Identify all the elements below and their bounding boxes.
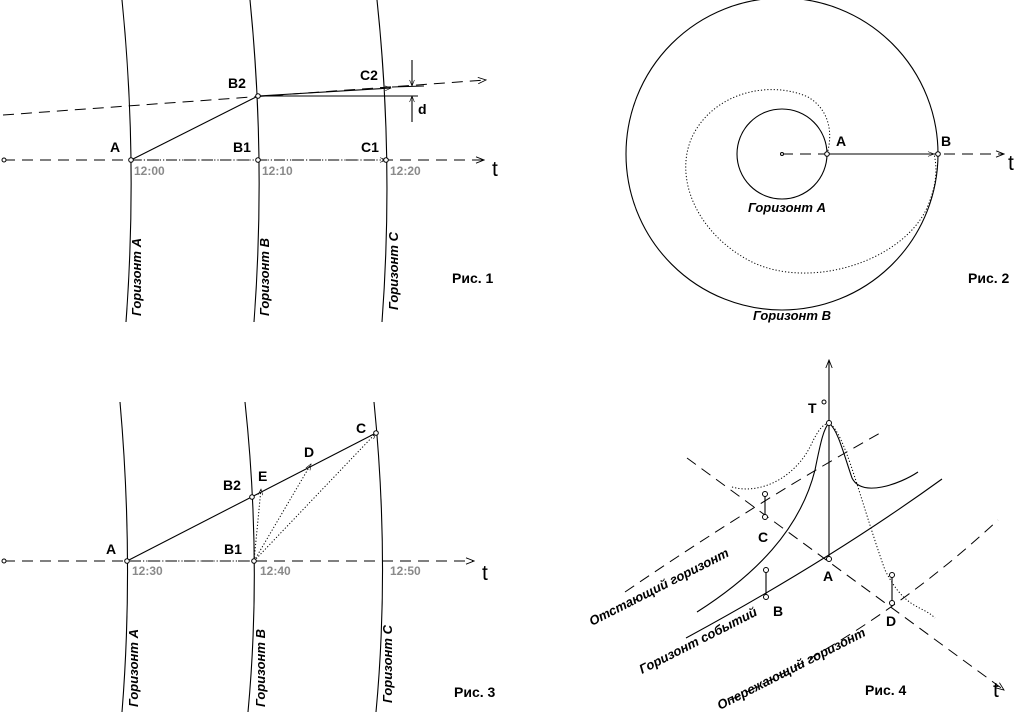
fig3-label-b2: B2	[223, 477, 241, 493]
fig1-level-line-c2	[391, 85, 425, 88]
fig1-axis-label: t	[492, 158, 498, 181]
fig2-center-point	[780, 152, 784, 156]
fig1-segment-a-b2	[130, 95, 259, 161]
fig1-label-a: A	[110, 139, 120, 155]
fig4-label-c: C	[758, 529, 768, 545]
fig4-point-b-top	[763, 567, 769, 573]
fig2-spiral-path	[685, 89, 937, 274]
fig4-lagging-horizon	[624, 431, 883, 593]
fig4-label-b: B	[773, 603, 783, 619]
fig3-point-b1	[251, 558, 257, 564]
fig4-point-c	[762, 514, 768, 520]
fig2: A B t Горизонт A Горизонт B Рис. 2	[625, 0, 1014, 323]
fig3-vector-b1-c	[253, 433, 376, 562]
fig2-point-b	[935, 151, 941, 157]
fig4-lagging-horizon-label: Отстающий горизонт	[587, 545, 732, 629]
fig3-label-b1: B1	[224, 541, 242, 557]
fig1-time-2: 12:10	[262, 164, 293, 178]
fig4-point-c-top	[762, 491, 768, 497]
fig2-caption: Рис. 2	[968, 270, 1010, 286]
fig1-point-b1	[255, 157, 261, 163]
fig4-dotted-curve	[731, 422, 936, 619]
fig4-solid-curve	[696, 422, 919, 613]
fig2-label-b: B	[941, 133, 951, 149]
fig1-horizon-a-label: Горизонт A	[129, 238, 144, 316]
fig3-axis-label: t	[482, 562, 488, 585]
fig2-horizon-inner-label: Горизонт A	[748, 200, 826, 215]
fig1-segment-b2-c2	[257, 88, 391, 97]
fig4-label-a: A	[823, 568, 833, 584]
fig2-horizon-outer-label: Горизонт B	[753, 308, 831, 323]
fig3-label-c: C	[356, 420, 366, 436]
fig4-leading-horizon-label: Опережающий горизонт	[715, 624, 869, 712]
fig4-point-d	[889, 600, 895, 606]
fig1-label-c1: C1	[361, 139, 379, 155]
fig1-point-c1	[383, 157, 389, 163]
fig1-time-1: 12:00	[134, 164, 165, 178]
fig4-time-axis	[686, 457, 1004, 690]
fig4-point-t	[826, 420, 832, 426]
fig1-horizon-c-label: Горизонт C	[386, 231, 401, 310]
fig3-horizon-b-label: Горизонт B	[253, 629, 268, 707]
fig1-label-c2: C2	[360, 67, 378, 83]
fig1-horizon-b-label: Горизонт B	[257, 238, 272, 316]
fig2-point-a	[824, 151, 830, 157]
fig1-label-b1: B1	[233, 139, 251, 155]
fig3: A B1 B2 C D E t 12:30 12:40 12:50 Горизо…	[1, 401, 496, 713]
fig3-vector-b1-e	[253, 489, 261, 562]
fig1-point-a	[128, 157, 134, 163]
fig1-upper-axis	[2, 80, 486, 116]
fig4-event-horizon-label: Горизонт событий	[637, 604, 760, 677]
fig2-label-a: A	[836, 133, 846, 149]
fig3-horizon-a-label: Горизонт A	[126, 629, 141, 707]
fig3-vector-b1-d	[253, 464, 312, 562]
fig4-point-a	[826, 556, 832, 562]
fig3-label-e: E	[258, 468, 267, 484]
fig3-label-a: A	[106, 541, 116, 557]
fig3-point-b2	[249, 494, 255, 500]
fig1-label-d: d	[418, 101, 427, 117]
fig3-caption: Рис. 3	[454, 684, 496, 700]
fig2-axis-label: t	[1008, 152, 1014, 175]
fig4-point-b	[763, 594, 769, 600]
fig4-t-marker	[821, 399, 827, 405]
fig1-point-b2	[255, 93, 261, 99]
fig4-label-t: T	[808, 400, 817, 416]
fig3-point-c	[373, 430, 379, 436]
fig4-leading-horizon	[729, 519, 999, 701]
fig4-axis-label: t	[993, 679, 999, 702]
fig3-time-2: 12:40	[260, 564, 291, 578]
fig1-caption: Рис. 1	[452, 270, 494, 286]
fig4: T A B C D t Отстающий горизонт Горизонт …	[587, 360, 1004, 713]
fig3-time-3: 12:50	[390, 564, 421, 578]
fig4-event-horizon	[685, 478, 943, 639]
fig1-time-3: 12:20	[390, 164, 421, 178]
fig3-label-d: D	[304, 444, 314, 460]
fig4-point-d-top	[889, 572, 895, 578]
fig3-point-a	[124, 558, 130, 564]
fig3-time-1: 12:30	[132, 564, 163, 578]
fig3-horizon-c-line	[373, 401, 384, 713]
fig3-horizon-c-label: Горизонт C	[380, 624, 395, 703]
fig4-caption: Рис. 4	[865, 682, 907, 698]
fig1: A B1 B2 C1 C2 d t 12:00 12:10 12:20 Гори…	[1, 0, 498, 323]
fig4-label-d: D	[886, 613, 896, 629]
fig1-label-b2: B2	[228, 75, 246, 91]
